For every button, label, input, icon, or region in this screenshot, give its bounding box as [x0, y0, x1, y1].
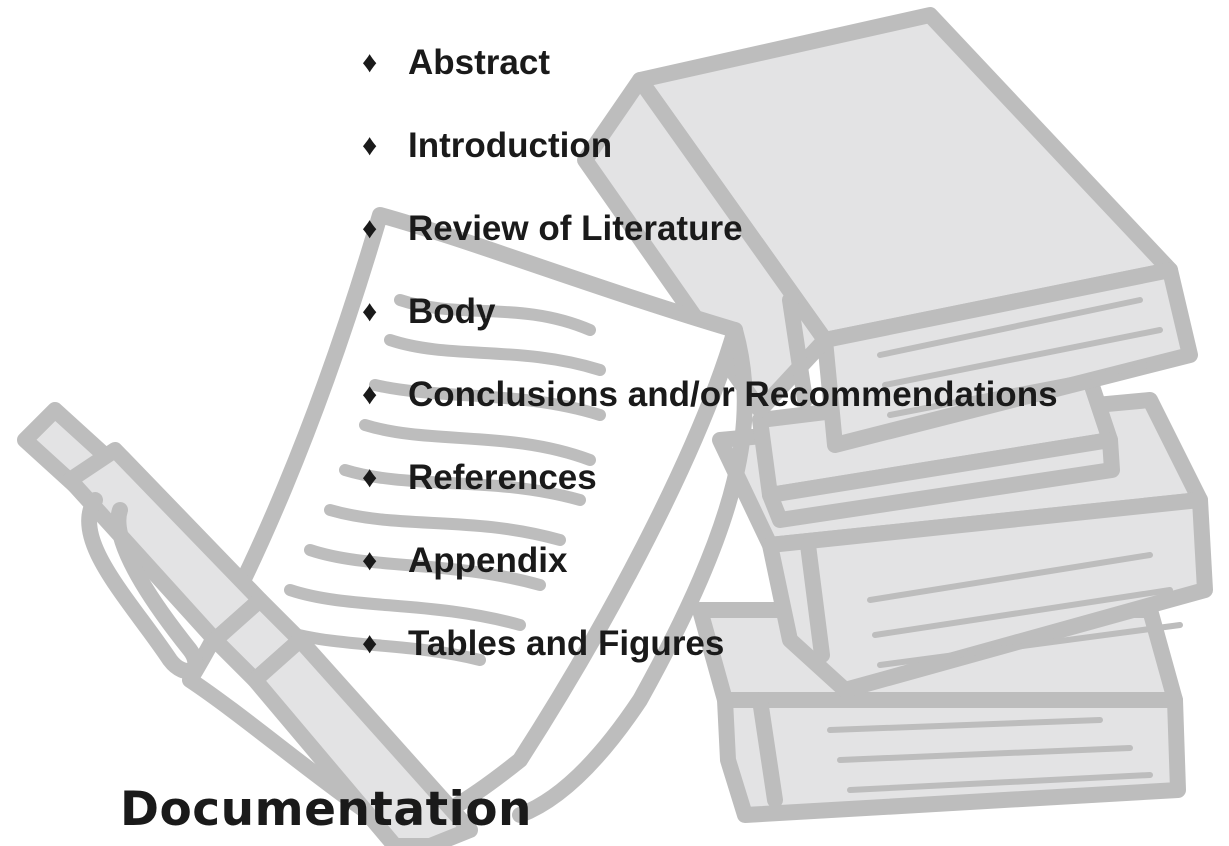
list-item-label: Appendix — [408, 541, 568, 580]
list-item-label: Introduction — [408, 126, 613, 165]
pen-icon — [17, 402, 478, 846]
list-item: ♦ Body — [362, 286, 1058, 369]
list-item: ♦ Conclusions and/or Recommendations — [362, 369, 1058, 452]
book-stack-icon — [577, 7, 1213, 823]
list-item: ♦ Abstract — [362, 37, 1058, 120]
list-item-label: Body — [408, 292, 496, 331]
diamond-bullet-icon: ♦ — [362, 129, 378, 162]
diamond-bullet-icon: ♦ — [362, 46, 378, 79]
list-item: ♦ Tables and Figures — [362, 618, 1058, 701]
list-item: ♦ References — [362, 452, 1058, 535]
documentation-contents-list: ♦ Abstract ♦ Introduction ♦ Review of Liter… — [362, 37, 1058, 701]
diamond-bullet-icon: ♦ — [362, 461, 378, 494]
list-item-label: References — [408, 458, 597, 497]
diamond-bullet-icon: ♦ — [362, 212, 378, 245]
list-item-label: Conclusions and/or Recommendations — [408, 375, 1058, 414]
list-item: ♦ Appendix — [362, 535, 1058, 618]
list-item: ♦ Introduction — [362, 120, 1058, 203]
section-title: Documentation — [120, 782, 532, 837]
list-item-label: Abstract — [408, 43, 550, 82]
diamond-bullet-icon: ♦ — [362, 627, 378, 660]
diamond-bullet-icon: ♦ — [362, 544, 378, 577]
list-item: ♦ Review of Literature — [362, 203, 1058, 286]
diamond-bullet-icon: ♦ — [362, 295, 378, 328]
diamond-bullet-icon: ♦ — [362, 378, 378, 411]
list-item-label: Tables and Figures — [408, 624, 725, 663]
list-item-label: Review of Literature — [408, 209, 743, 248]
book-top-icon — [577, 7, 1198, 453]
